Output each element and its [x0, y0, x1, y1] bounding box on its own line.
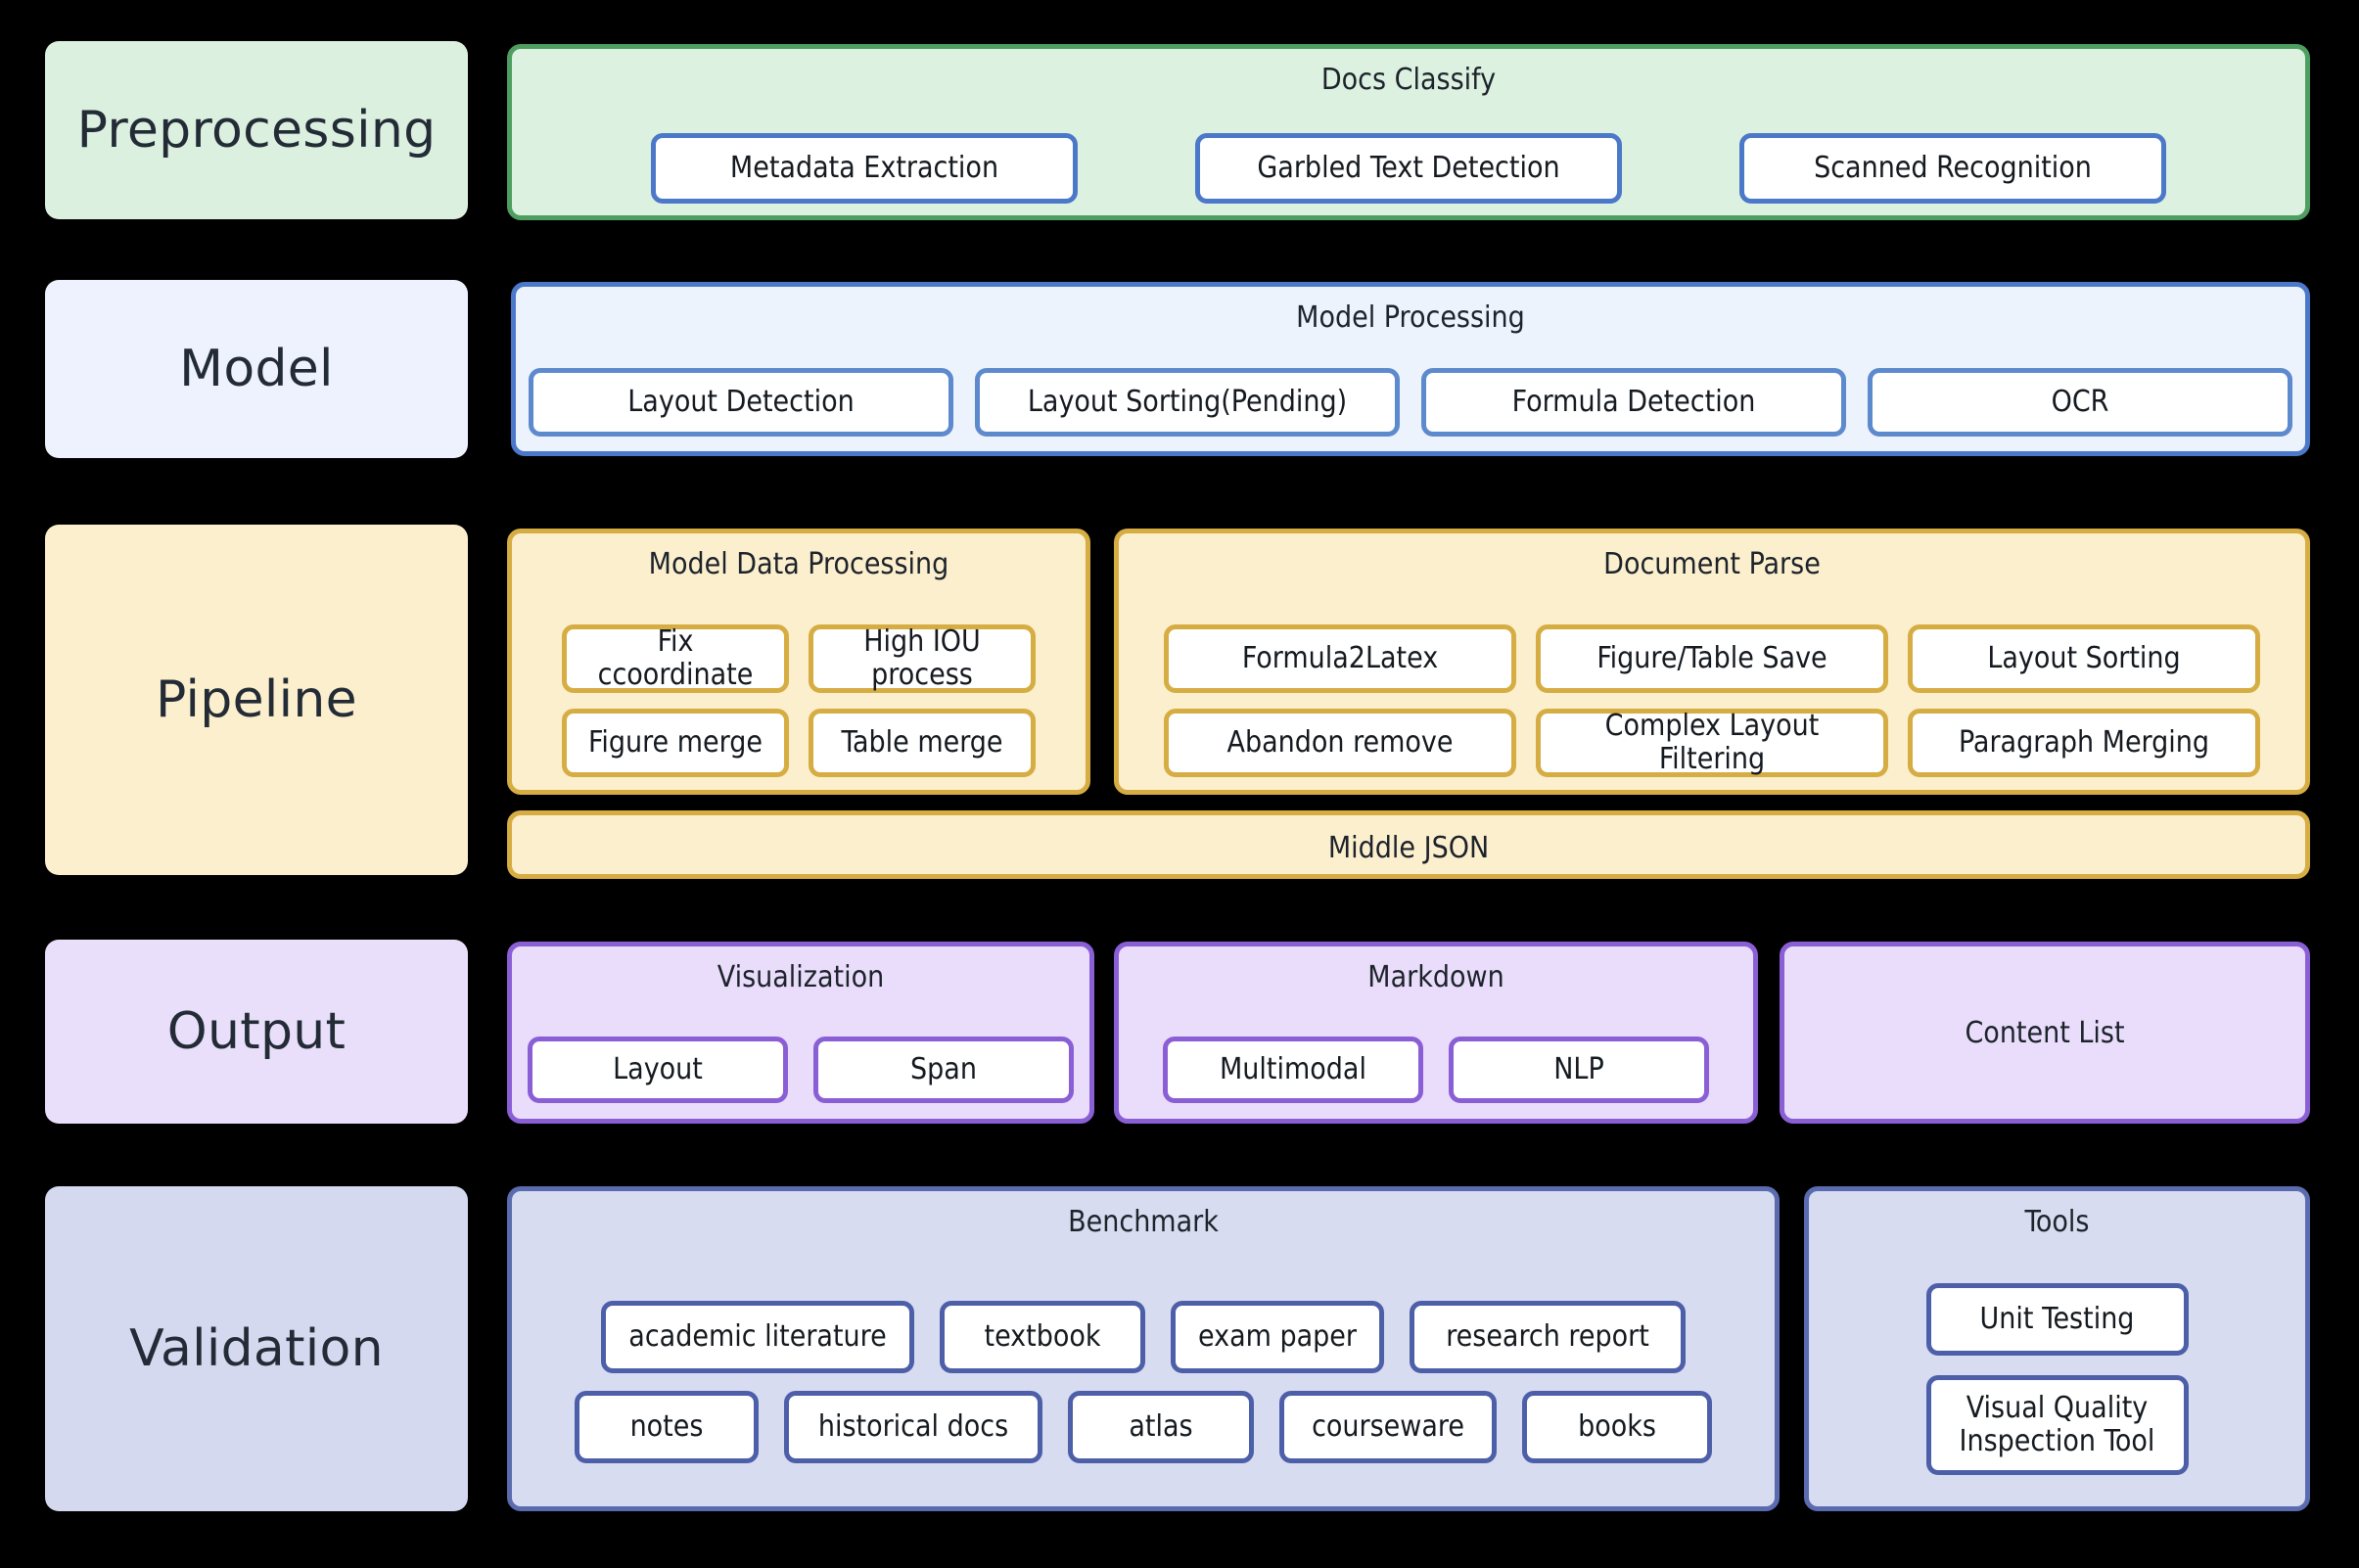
chip-list-benchmark: academic literature textbook exam paper … [512, 1260, 1775, 1504]
chip-complex-layout-filtering[interactable]: Complex Layout Filtering [1536, 709, 1888, 777]
chip-historical-docs[interactable]: historical docs [784, 1391, 1042, 1463]
group-model-data-processing: Model Data Processing Fix ccoordinate Hi… [507, 529, 1090, 795]
chip-layout-sorting[interactable]: Layout Sorting [1908, 624, 2260, 693]
chip-list-visualization: Layout Span [512, 1025, 1089, 1115]
group-title-model-processing: Model Processing [1296, 300, 1525, 335]
chip-garbled-text-detection[interactable]: Garbled Text Detection [1195, 133, 1622, 204]
chip-notes[interactable]: notes [575, 1391, 759, 1463]
chip-figure-merge[interactable]: Figure merge [562, 709, 789, 777]
stage-label-validation: Validation [45, 1186, 468, 1511]
group-docs-classify: Docs Classify Metadata Extraction Garble… [507, 44, 2310, 220]
chip-list-markdown: Multimodal NLP [1119, 1025, 1753, 1115]
chip-abandon-remove[interactable]: Abandon remove [1164, 709, 1516, 777]
stage-label-text: Model [179, 340, 334, 398]
chip-layout[interactable]: Layout [528, 1037, 788, 1103]
chip-layout-detection[interactable]: Layout Detection [529, 368, 953, 437]
group-title-docs-classify: Docs Classify [1320, 63, 1497, 97]
chip-research-report[interactable]: research report [1410, 1301, 1686, 1373]
group-title-markdown: Markdown [1367, 960, 1504, 994]
group-model-processing: Model Processing Layout Detection Layout… [511, 282, 2310, 456]
stage-label-pipeline: Pipeline [45, 525, 468, 875]
stage-label-text: Output [166, 1002, 347, 1061]
group-middle-json: Middle JSON [507, 810, 2310, 879]
chip-list-model-processing: Layout Detection Layout Sorting(Pending)… [516, 355, 2305, 449]
chip-formula2latex[interactable]: Formula2Latex [1164, 624, 1516, 693]
group-title-middle-json: Middle JSON [1327, 831, 1490, 865]
chip-list-model-data-processing: Fix ccoordinate High IOU process Figure … [512, 610, 1086, 792]
stage-label-output: Output [45, 940, 468, 1124]
group-tools: Tools Unit Testing Visual Quality Inspec… [1804, 1186, 2310, 1511]
chip-fix-ccoordinate[interactable]: Fix ccoordinate [562, 624, 789, 693]
group-title-model-data-processing: Model Data Processing [648, 547, 949, 581]
chip-unit-testing[interactable]: Unit Testing [1925, 1283, 2189, 1356]
group-title-content-list: Content List [1965, 1015, 2125, 1050]
group-content-list: Content List [1780, 942, 2310, 1124]
chip-ocr[interactable]: OCR [1868, 368, 2292, 437]
chip-list-document-parse: Formula2Latex Figure/Table Save Layout S… [1119, 610, 2305, 792]
chip-table-merge[interactable]: Table merge [809, 709, 1036, 777]
group-visualization: Visualization Layout Span [507, 942, 1094, 1124]
stage-label-text: Validation [129, 1319, 384, 1378]
group-title-document-parse: Document Parse [1603, 547, 1821, 581]
chip-list-docs-classify: Metadata Extraction Garbled Text Detecti… [512, 119, 2305, 217]
chip-nlp[interactable]: NLP [1449, 1037, 1709, 1103]
stage-label-preprocessing: Preprocessing [45, 41, 468, 219]
group-benchmark: Benchmark academic literature textbook e… [507, 1186, 1780, 1511]
chip-multimodal[interactable]: Multimodal [1163, 1037, 1423, 1103]
chip-paragraph-merging[interactable]: Paragraph Merging [1908, 709, 2260, 777]
chip-figure-table-save[interactable]: Figure/Table Save [1536, 624, 1888, 693]
chip-visual-quality-inspection-tool[interactable]: Visual Quality Inspection Tool [1925, 1375, 2189, 1475]
stage-label-model: Model [45, 280, 468, 458]
group-title-benchmark: Benchmark [1068, 1205, 1219, 1239]
chip-exam-paper[interactable]: exam paper [1171, 1301, 1384, 1373]
chip-formula-detection[interactable]: Formula Detection [1421, 368, 1846, 437]
group-title-visualization: Visualization [717, 960, 885, 994]
chip-atlas[interactable]: atlas [1068, 1391, 1254, 1463]
chip-span[interactable]: Span [813, 1037, 1074, 1103]
stage-label-text: Preprocessing [76, 101, 437, 160]
chip-high-iou-process[interactable]: High IOU process [809, 624, 1036, 693]
chip-books[interactable]: books [1522, 1391, 1712, 1463]
chip-courseware[interactable]: courseware [1279, 1391, 1497, 1463]
group-document-parse: Document Parse Formula2Latex Figure/Tabl… [1114, 529, 2310, 795]
stage-label-text: Pipeline [156, 670, 357, 729]
chip-layout-sorting-pending[interactable]: Layout Sorting(Pending) [975, 368, 1400, 437]
group-markdown: Markdown Multimodal NLP [1114, 942, 1758, 1124]
chip-academic-literature[interactable]: academic literature [601, 1301, 914, 1373]
group-title-tools: Tools [2024, 1205, 2090, 1239]
chip-scanned-recognition[interactable]: Scanned Recognition [1739, 133, 2166, 204]
chip-textbook[interactable]: textbook [940, 1301, 1145, 1373]
chip-list-tools: Unit Testing Visual Quality Inspection T… [1809, 1256, 2305, 1502]
chip-metadata-extraction[interactable]: Metadata Extraction [651, 133, 1078, 204]
